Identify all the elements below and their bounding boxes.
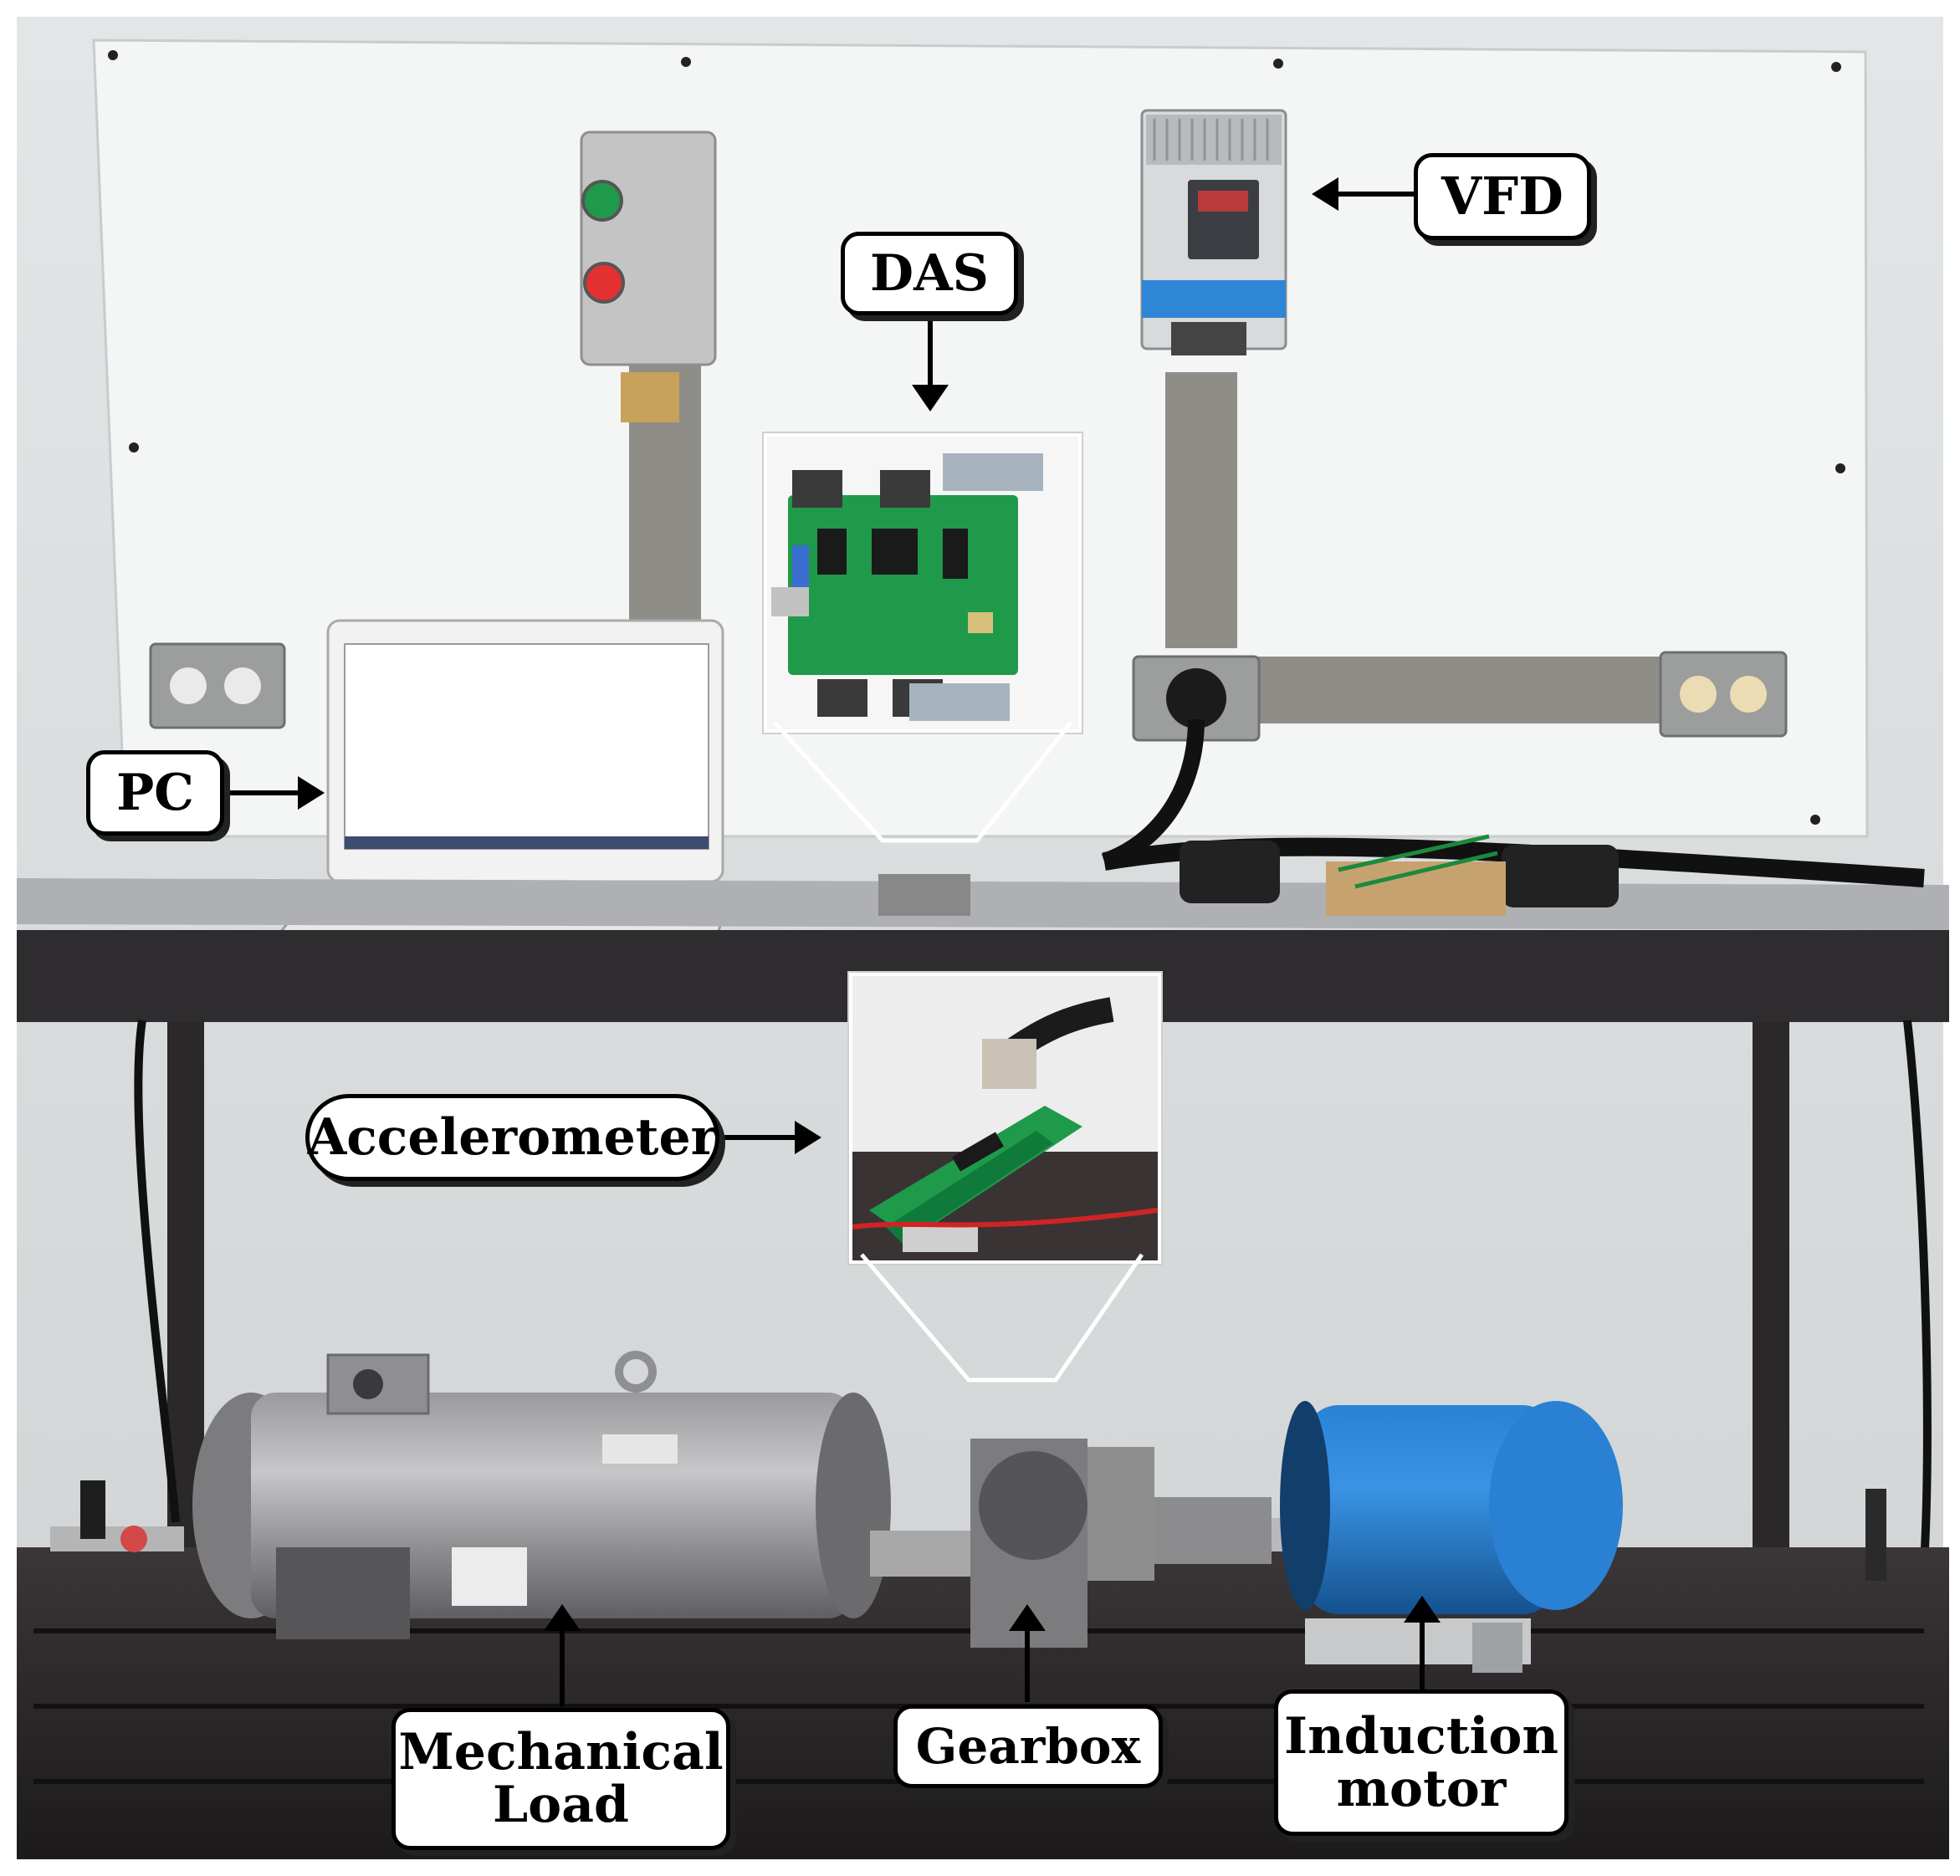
das-label: DAS	[841, 232, 1018, 315]
induction-motor-label-line2: motor	[1336, 1759, 1507, 1818]
mechanical-load-label: Mechanical Load	[391, 1708, 730, 1850]
pc-label-text: PC	[116, 763, 194, 822]
gearbox-label: Gearbox	[893, 1705, 1163, 1788]
induction-motor-label-line1: Induction	[1284, 1706, 1558, 1766]
mechanical-load-label-line1: Mechanical	[398, 1723, 724, 1781]
accelerometer-board-image	[852, 976, 1159, 1260]
das-label-text: DAS	[870, 243, 989, 303]
vfd-label-text: VFD	[1441, 166, 1563, 227]
accelerometer-label: Accelerometer	[305, 1094, 719, 1181]
vfd-label: VFD	[1414, 153, 1591, 240]
accelerometer-inset	[849, 973, 1161, 1264]
mechanical-load-label-line2: Load	[492, 1776, 630, 1834]
pc-label: PC	[86, 750, 224, 836]
gearbox-label-text: Gearbox	[915, 1717, 1141, 1775]
accelerometer-label-text: Accelerometer	[307, 1107, 718, 1167]
das-inset	[764, 433, 1082, 733]
induction-motor-label: Induction motor	[1274, 1689, 1569, 1836]
das-board-image	[767, 437, 1078, 729]
